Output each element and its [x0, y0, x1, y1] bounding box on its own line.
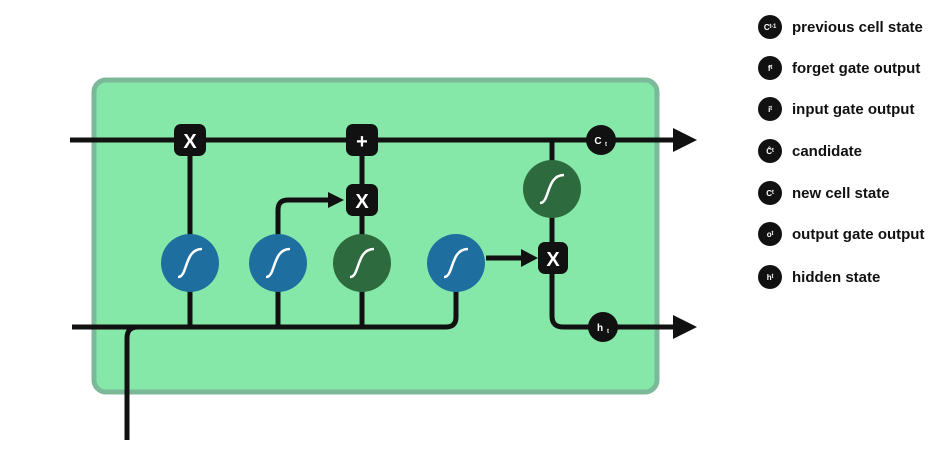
legend-badge-sub: t [770, 65, 773, 71]
legend-label: new cell state [792, 184, 890, 202]
legend-badge-sub: t [771, 231, 774, 237]
forget-gate-sigmoid [161, 234, 219, 292]
forget-multiply-label: X [183, 131, 197, 153]
legend-badge-letter: i [768, 104, 771, 114]
ct-node-label: C [594, 136, 601, 147]
legend-badge-sub: t-1 [769, 24, 777, 30]
hidden-output-arrowhead [673, 315, 697, 339]
input-gate-sigmoid [249, 234, 307, 292]
add-op: + [346, 124, 378, 156]
hidden-output-line [549, 300, 675, 330]
legend-label: previous cell state [792, 18, 923, 36]
legend-label: output gate output [792, 225, 925, 243]
candidate-tanh [333, 234, 391, 292]
output-gate-sigmoid [427, 234, 485, 292]
output-multiply-op: X [538, 242, 568, 274]
legend-badge-letter: C [763, 22, 770, 32]
legend-badge-sub: t [771, 148, 774, 154]
add-label: + [356, 131, 368, 153]
legend-badge-letter: h [766, 272, 772, 282]
hidden-input-line [72, 290, 459, 330]
legend-badge-sub: t [771, 190, 774, 196]
ct-node: C t [586, 125, 616, 155]
forget-multiply-op: X [174, 124, 206, 156]
legend-label: input gate output [792, 100, 915, 118]
legend-label: forget gate output [792, 59, 921, 77]
legend-label: hidden state [792, 268, 881, 286]
ht-node-label: h [597, 323, 603, 334]
input-multiply-op: X [346, 184, 378, 216]
ht-node-sub: t [607, 329, 609, 335]
output-multiply-label: X [546, 249, 560, 271]
ht-node: h t [588, 312, 618, 342]
cell-state-arrowhead [673, 128, 697, 152]
legend-badge-sub: t [771, 274, 774, 280]
input-multiply-label: X [355, 191, 369, 213]
cell-background [91, 77, 660, 395]
legend-badge-letter: C [766, 188, 772, 198]
legend-badge-letter: f [767, 63, 771, 73]
legend-label: candidate [792, 142, 863, 160]
legend-badge-sub: t [770, 106, 772, 112]
legend-badge-letter: o [766, 229, 772, 239]
ct-node-sub: t [605, 142, 607, 148]
input-xt-line [124, 324, 139, 440]
cell-output-tanh [523, 160, 581, 218]
input-gate-arrowhead [328, 192, 344, 208]
legend-badge-letter: Ĉ [766, 146, 772, 156]
input-gate-line [275, 197, 330, 327]
output-gate-arrowhead [521, 249, 538, 267]
